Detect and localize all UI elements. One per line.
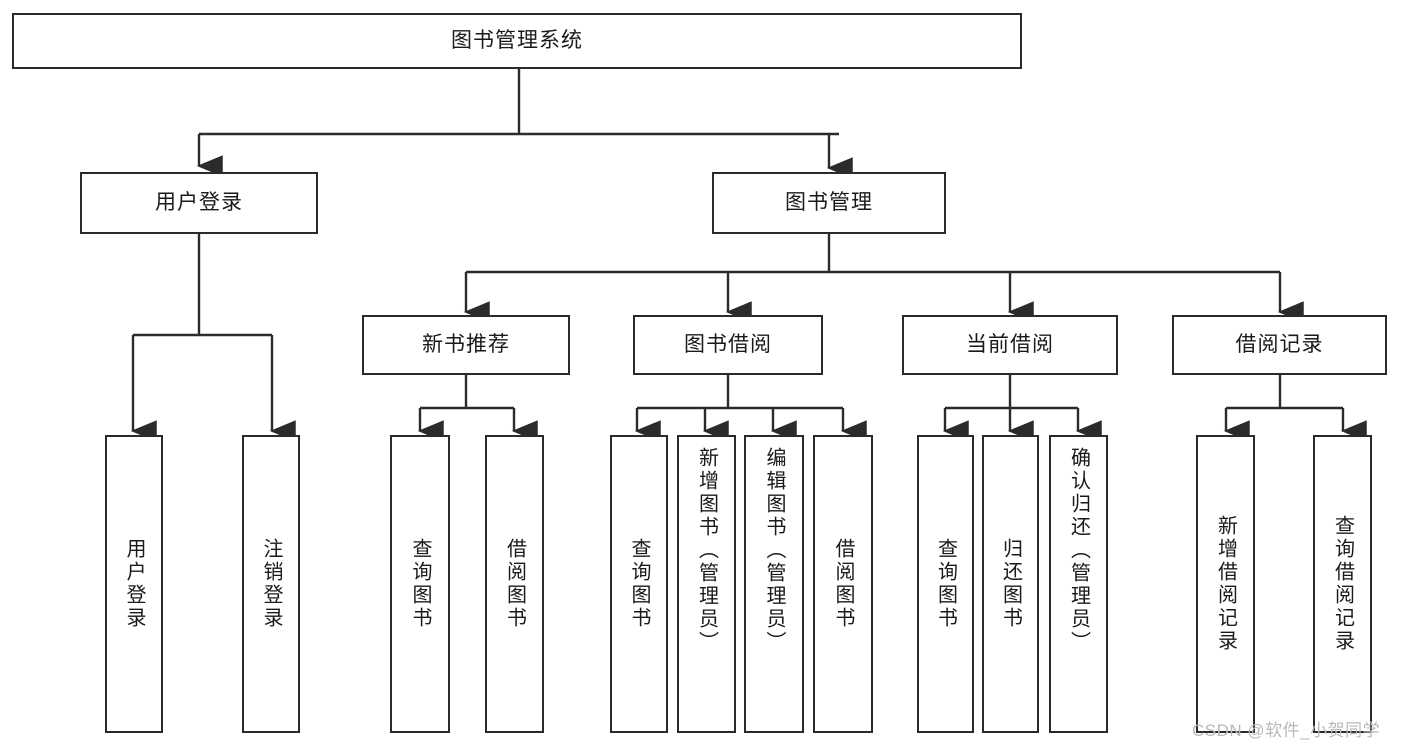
node-leaf-borrow-book-2-label: 借阅图书 [832, 538, 854, 630]
node-leaf-borrow-book-1-label: 借阅图书 [503, 538, 526, 630]
node-leaf-query-book-2[interactable]: 查询图书 [610, 435, 668, 733]
node-leaf-return-book[interactable]: 归还图书 [982, 435, 1039, 733]
node-leaf-query-book-3-label: 查询图书 [934, 538, 957, 630]
node-leaf-add-book-label: 新增图书（管理员） [695, 447, 718, 654]
node-borrow-record-label: 借阅记录 [1235, 332, 1324, 356]
node-leaf-borrow-book-1[interactable]: 借阅图书 [485, 435, 544, 733]
node-leaf-query-book-3[interactable]: 查询图书 [917, 435, 974, 733]
node-leaf-query-record-label: 查询借阅记录 [1331, 515, 1354, 653]
node-leaf-confirm-return[interactable]: 确认归还（管理员） [1049, 435, 1108, 733]
node-leaf-query-book-1-label: 查询图书 [409, 538, 431, 630]
node-leaf-borrow-book-2[interactable]: 借阅图书 [813, 435, 873, 733]
node-book-manage[interactable]: 图书管理 [712, 172, 946, 234]
node-current-borrow-label: 当前借阅 [966, 332, 1054, 356]
node-user-login[interactable]: 用户登录 [80, 172, 318, 234]
node-current-borrow[interactable]: 当前借阅 [902, 315, 1118, 375]
node-book-borrow-label: 图书借阅 [684, 332, 772, 356]
node-book-borrow[interactable]: 图书借阅 [633, 315, 823, 375]
node-leaf-user-login-label: 用户登录 [123, 538, 145, 630]
node-borrow-record[interactable]: 借阅记录 [1172, 315, 1387, 375]
node-leaf-add-record[interactable]: 新增借阅记录 [1196, 435, 1255, 733]
node-leaf-confirm-return-label: 确认归还（管理员） [1067, 447, 1090, 654]
node-leaf-query-record[interactable]: 查询借阅记录 [1313, 435, 1372, 733]
node-new-book-recommend-label: 新书推荐 [422, 332, 510, 356]
node-leaf-query-book-2-label: 查询图书 [628, 538, 650, 630]
node-leaf-query-book-1[interactable]: 查询图书 [390, 435, 450, 733]
node-leaf-return-book-label: 归还图书 [999, 538, 1022, 630]
node-leaf-add-book[interactable]: 新增图书（管理员） [677, 435, 736, 733]
watermark-text: CSDN @软件_小贺同学 [1192, 721, 1381, 740]
node-leaf-edit-book[interactable]: 编辑图书（管理员） [744, 435, 804, 733]
node-book-manage-label: 图书管理 [785, 190, 873, 214]
node-leaf-logout[interactable]: 注销登录 [242, 435, 300, 733]
node-new-book-recommend[interactable]: 新书推荐 [362, 315, 570, 375]
node-leaf-add-record-label: 新增借阅记录 [1214, 515, 1237, 653]
node-leaf-logout-label: 注销登录 [260, 538, 282, 630]
node-root[interactable]: 图书管理系统 [12, 13, 1022, 69]
node-user-login-label: 用户登录 [155, 190, 243, 214]
node-leaf-edit-book-label: 编辑图书（管理员） [763, 447, 785, 654]
node-root-label: 图书管理系统 [451, 28, 583, 52]
node-leaf-user-login[interactable]: 用户登录 [105, 435, 163, 733]
